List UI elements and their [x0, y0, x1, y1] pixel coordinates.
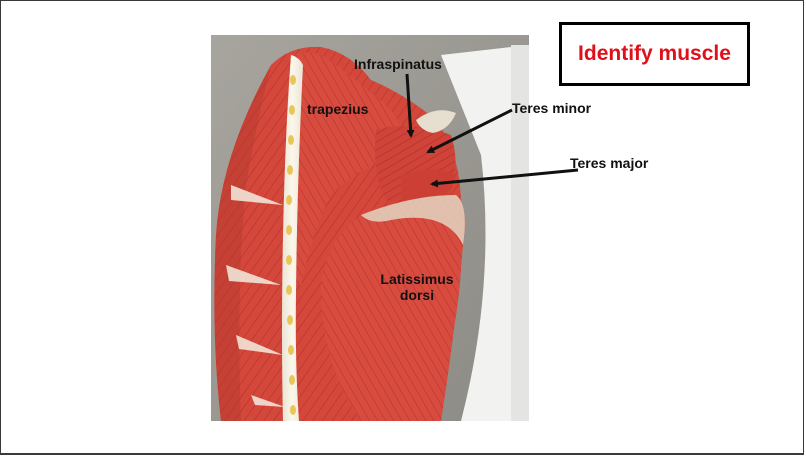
- label-trapezius: trapezius: [307, 101, 369, 117]
- label-infraspinatus: Infraspinatus: [354, 56, 442, 72]
- slide-title: Identify muscle: [578, 42, 731, 65]
- label-latissimus-line1: Latissimus: [380, 271, 454, 287]
- label-latissimus-dorsi: Latissimus dorsi: [376, 271, 458, 303]
- label-teres-major: Teres major: [570, 155, 649, 171]
- title-box: Identify muscle: [559, 22, 750, 86]
- muscle-model-illustration: [211, 35, 529, 421]
- label-latissimus-line2: dorsi: [399, 287, 435, 303]
- muscle-model-photo: [211, 35, 529, 421]
- label-teres-minor: Teres minor: [512, 100, 592, 116]
